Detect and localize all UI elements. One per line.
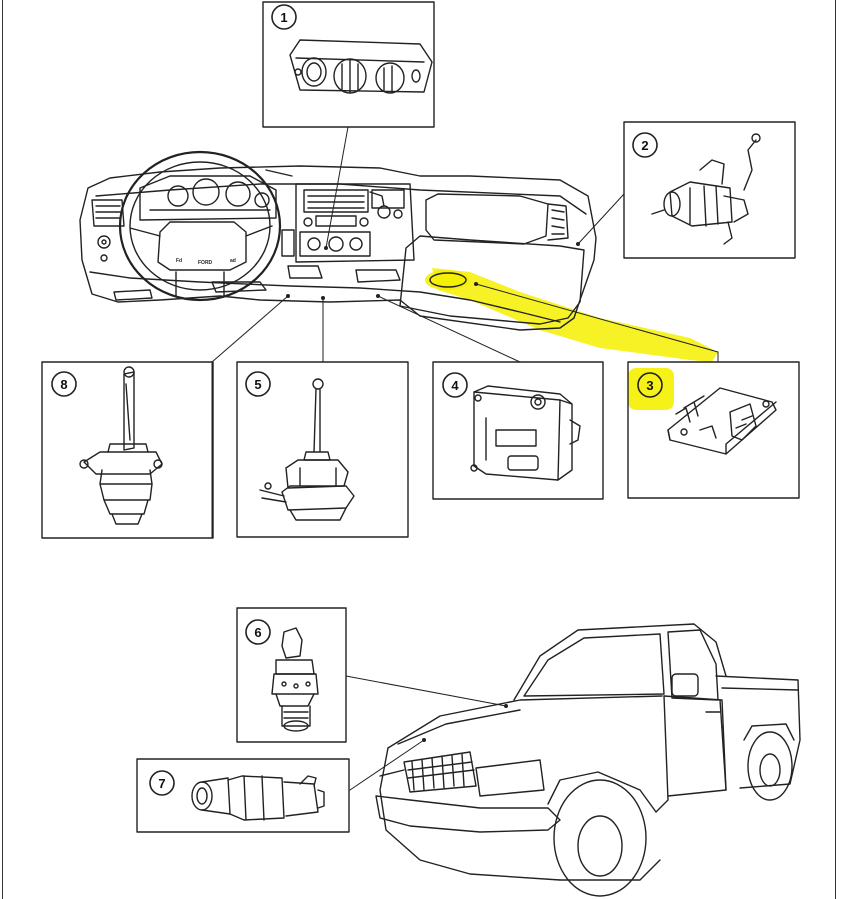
svg-text:4: 4: [451, 378, 459, 393]
leader-dots: [286, 242, 580, 742]
part-box-3: [627, 361, 800, 499]
svg-text:7: 7: [158, 776, 165, 791]
temperature-sensor-illustration: [191, 775, 325, 821]
pickup-truck-illustration: [375, 623, 801, 897]
electric-actuator-illustration: [470, 385, 581, 481]
callout-7: 7: [149, 770, 175, 796]
part-box-8: [41, 361, 214, 539]
leader-lines: [211, 126, 719, 791]
callout-1: 1: [271, 4, 297, 30]
callout-8: 8: [51, 371, 77, 397]
callout-6: 6: [245, 619, 271, 645]
part-box-4: [432, 361, 604, 500]
climate-control-head-illustration: [289, 39, 433, 94]
callout-3: 3: [637, 372, 663, 398]
vacuum-actuator-illustration: [259, 378, 355, 521]
part-box-6: [236, 607, 347, 743]
part-box-2: [623, 121, 796, 259]
svg-text:2: 2: [641, 138, 648, 153]
svg-text:8: 8: [60, 377, 67, 392]
callout-5: 5: [245, 371, 271, 397]
dashboard-illustration: Fd FORD ad: [79, 150, 597, 331]
blower-motor-resistor-illustration: [667, 387, 777, 455]
svg-text:3: 3: [646, 378, 653, 393]
part-box-7: [136, 758, 350, 833]
svg-text:6: 6: [254, 625, 261, 640]
vacuum-motor-illustration: [79, 366, 163, 525]
part-box-1: [262, 1, 435, 128]
svg-text:Fd: Fd: [176, 258, 182, 264]
callout-4: 4: [442, 372, 468, 398]
svg-text:5: 5: [254, 377, 261, 392]
highlight-marker: [425, 268, 718, 410]
part-box-5: [236, 361, 409, 538]
callout-2: 2: [632, 132, 658, 158]
svg-text:ad: ad: [230, 258, 236, 264]
pressure-switch-illustration: [271, 627, 319, 732]
blend-door-actuator-illustration: [651, 133, 761, 245]
svg-text:FORD: FORD: [198, 260, 213, 266]
svg-text:1: 1: [280, 10, 287, 25]
